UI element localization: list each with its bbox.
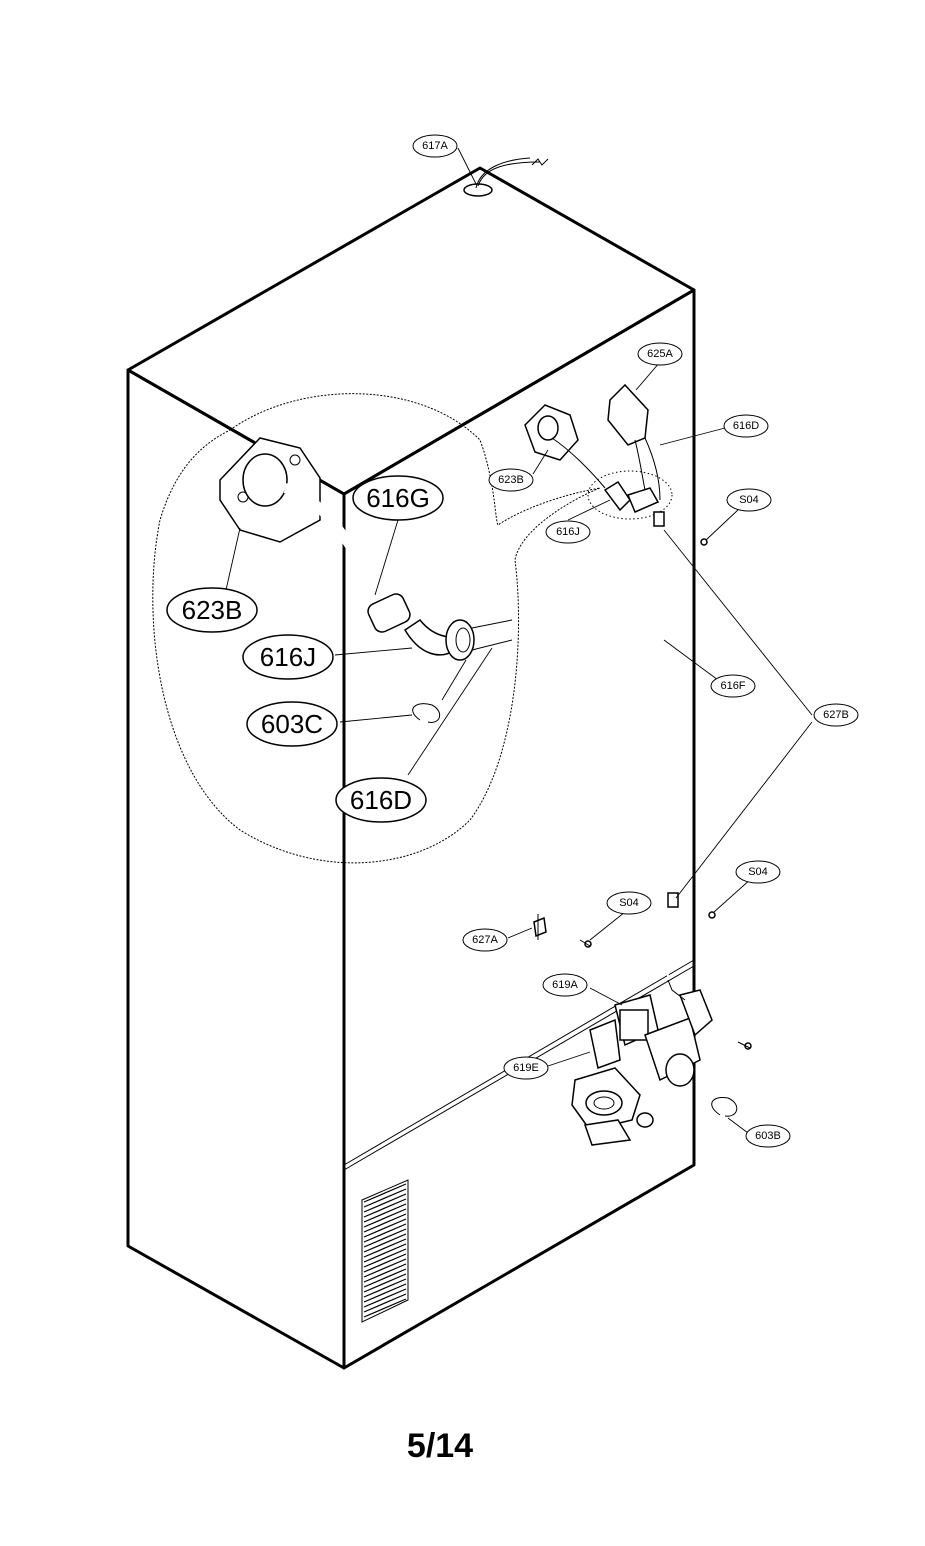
grille-slat (363, 1273, 407, 1293)
grille-slat (363, 1258, 407, 1278)
vent-grille (361, 1179, 409, 1323)
callout-S04-left: S04 (606, 891, 652, 915)
svg-text:619A: 619A (552, 979, 578, 991)
svg-text:616D: 616D (350, 785, 412, 815)
callout-627A: 627A (462, 928, 508, 952)
grille-slat (363, 1233, 407, 1253)
bracket-623B (524, 404, 606, 489)
grille-slat (363, 1238, 407, 1258)
grille-slat (363, 1278, 407, 1298)
grille-slat (363, 1198, 407, 1218)
detail-callout-616J: 616J (242, 634, 334, 680)
grille-slat (363, 1253, 407, 1273)
heater-zone-616J (587, 470, 673, 520)
leader-lines (225, 147, 813, 1134)
svg-text:S04: S04 (619, 897, 639, 909)
grille-slat (363, 1293, 407, 1313)
grille-slat (363, 1268, 407, 1288)
detail-bubble (152, 393, 601, 864)
callout-616D: 616D (723, 414, 769, 438)
water-line-616F (653, 504, 679, 981)
callout-627B: 627B (813, 703, 859, 727)
svg-text:617A: 617A (422, 140, 448, 152)
detail-fitting-616J (403, 618, 513, 661)
grille-slat (363, 1208, 407, 1228)
grille-slat (363, 1188, 407, 1208)
callout-S04-top: S04 (726, 488, 772, 512)
svg-text:616G: 616G (366, 483, 430, 513)
svg-text:S04: S04 (739, 494, 759, 506)
callout-623B: 623B (488, 468, 534, 492)
svg-text:619E: 619E (513, 1062, 539, 1074)
detail-callout-616G: 616G (352, 475, 444, 521)
callout-603B: 603B (745, 1124, 791, 1148)
svg-text:616D: 616D (733, 420, 759, 432)
clip-603B (711, 1096, 738, 1117)
grille-slat (363, 1193, 407, 1213)
svg-text:625A: 625A (647, 348, 673, 360)
grille-slat (363, 1243, 407, 1263)
detail-callout-623B: 623B (166, 587, 258, 633)
grille-slat (363, 1283, 407, 1303)
svg-text:627A: 627A (472, 934, 498, 946)
svg-text:616F: 616F (720, 680, 745, 692)
svg-text:603B: 603B (755, 1130, 781, 1142)
detail-bracket-623B (219, 437, 321, 543)
svg-text:S04: S04 (748, 866, 768, 878)
callout-619E: 619E (503, 1056, 549, 1080)
callout-616J: 616J (545, 520, 591, 544)
callout-617A: 617A (412, 134, 458, 158)
water-valve-619A (571, 979, 713, 1146)
screw-valve (737, 1041, 752, 1050)
grille-slat (363, 1288, 407, 1308)
grille-slat (363, 1218, 407, 1238)
callout-616F: 616F (710, 674, 756, 698)
svg-text:627B: 627B (823, 709, 849, 721)
callout-619A: 619A (542, 973, 588, 997)
grille-slat (363, 1223, 407, 1243)
callout-625A: 625A (637, 342, 683, 366)
grille-slat (363, 1213, 407, 1233)
svg-text:623B: 623B (498, 474, 524, 486)
water-line-top (463, 157, 549, 197)
cabinet (126, 166, 696, 1370)
screw-S04-mid (708, 911, 716, 919)
grille-slat (363, 1263, 407, 1283)
detail-callout-616D: 616D (335, 777, 427, 823)
grille-slat (363, 1183, 407, 1203)
clamp-627A (533, 914, 547, 940)
grille-slat (363, 1248, 407, 1268)
svg-text:616J: 616J (260, 642, 316, 672)
connector-625A (607, 383, 661, 501)
svg-text:603C: 603C (261, 709, 323, 739)
grille-slat (363, 1203, 407, 1223)
grille-slat (363, 1298, 407, 1318)
screw-S04-left (579, 939, 592, 948)
screw-S04-top (700, 538, 708, 546)
page-number: 5/14 (407, 1427, 473, 1465)
grille-slat (363, 1228, 407, 1248)
detail-clip-603C (412, 703, 441, 723)
callout-S04-mid: S04 (735, 860, 781, 884)
detail-callout-603C: 603C (246, 701, 338, 747)
svg-text:623B: 623B (182, 595, 243, 625)
svg-text:616J: 616J (556, 526, 580, 538)
